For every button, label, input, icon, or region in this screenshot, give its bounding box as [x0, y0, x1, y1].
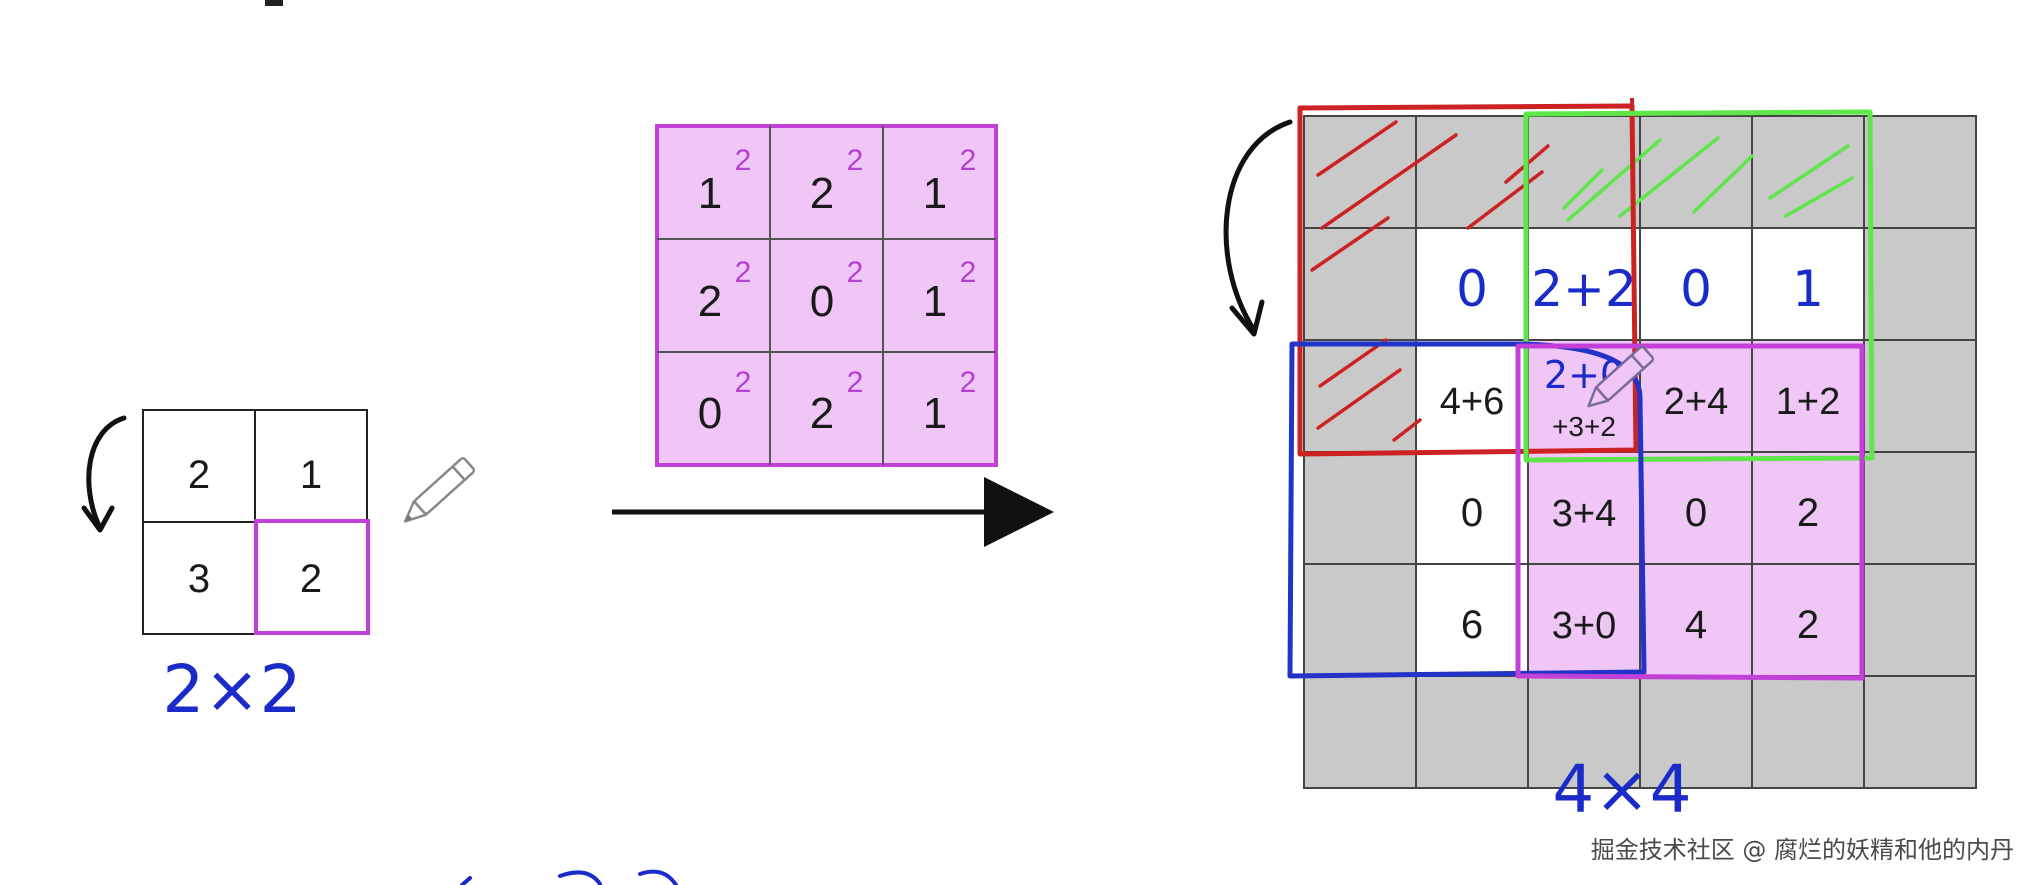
output-value: 0 [1685, 491, 1707, 535]
output-padding-cell [1863, 227, 1977, 341]
output-padding-cell [1863, 115, 1977, 229]
input-cell [254, 409, 368, 523]
clipped-handwriting [460, 869, 678, 885]
input-size-label: 2×2 [162, 651, 301, 728]
kernel-superscript: 2 [960, 366, 977, 399]
output-value: 1 [1792, 260, 1824, 318]
kernel-superscript: 2 [735, 256, 752, 289]
top-edge-mark [265, 0, 283, 6]
kernel-superscript: 2 [847, 256, 864, 289]
output-padding-cell [1303, 451, 1417, 565]
output-value: 2 [1797, 603, 1819, 647]
rotate-arrow-icon [86, 415, 127, 531]
output-value: 0 [1461, 491, 1483, 535]
kernel-matrix: 1 2 1 2 0 1 0 2 1 2 2 2 2 2 2 2 2 2 [655, 124, 998, 467]
kernel-value: 1 [923, 277, 947, 326]
output-padding-cell [1415, 115, 1529, 229]
rotate-arrow-head-icon [81, 505, 115, 533]
kernel-background [655, 124, 998, 467]
rotate-arrow-head-icon [1229, 299, 1265, 337]
hatch-red-icon [1310, 120, 1550, 442]
output-cell [1527, 563, 1641, 677]
output-padding-cell [1639, 675, 1753, 789]
input-value: 1 [300, 453, 322, 497]
output-value: 4 [1685, 603, 1707, 647]
output-padding-cell [1751, 115, 1865, 229]
output-padding-cell [1303, 227, 1417, 341]
kernel-value: 1 [698, 169, 722, 218]
input-value: 2 [188, 453, 210, 497]
output-size-label: 4×4 [1552, 751, 1691, 828]
output-cell [1415, 339, 1529, 453]
output-value: 2+4 [1664, 381, 1728, 423]
output-padding-cell [1527, 675, 1641, 789]
output-value: 6 [1461, 603, 1483, 647]
input-matrix: 2 1 3 2 [142, 409, 370, 635]
output-value: 1+2 [1776, 381, 1840, 423]
pencil-icon [403, 457, 476, 523]
output-cell [1751, 227, 1865, 341]
kernel-value: 1 [923, 169, 947, 218]
output-value: 2+2 [1531, 260, 1637, 318]
output-value: 3+4 [1552, 493, 1616, 535]
output-value: +3+2 [1552, 411, 1616, 442]
kernel-value: 2 [810, 389, 834, 438]
kernel-superscript: 2 [847, 144, 864, 177]
output-value: 0 [1680, 260, 1712, 318]
output-value: 0 [1456, 260, 1488, 318]
kernel-value: 2 [698, 277, 722, 326]
input-highlight [254, 519, 370, 635]
output-padding-cell [1751, 675, 1865, 789]
output-cell [1527, 339, 1641, 453]
output-padding-cell [1863, 675, 1977, 789]
pencil-cursor-icon [1587, 345, 1655, 408]
input-value: 3 [188, 557, 210, 601]
output-cell [1527, 451, 1641, 565]
output-padding-cell [1303, 675, 1417, 789]
kernel-superscript: 2 [735, 144, 752, 177]
rotate-arrow-icon [1223, 119, 1293, 333]
watermark: 掘金技术社区 @ 腐烂的妖精和他的内丹 [1590, 836, 2014, 864]
magenta-window-box [1515, 343, 1865, 681]
output-value: 3+0 [1552, 605, 1616, 647]
output-cell [1639, 227, 1753, 341]
output-padding-cell [1863, 339, 1977, 453]
output-padding-cell [1415, 675, 1529, 789]
output-cell [1527, 227, 1641, 341]
red-window-edge [1630, 97, 1638, 453]
kernel-value: 1 [923, 389, 947, 438]
kernel-superscript: 2 [960, 144, 977, 177]
output-value: 2 [1797, 491, 1819, 535]
hatch-green-icon [1562, 136, 1854, 222]
kernel-superscript: 2 [960, 256, 977, 289]
kernel-superscript: 2 [847, 366, 864, 399]
kernel-superscript: 2 [735, 366, 752, 399]
kernel-value: 0 [810, 277, 834, 326]
input-cell [142, 409, 256, 523]
input-value: 2 [300, 557, 322, 601]
input-cell [142, 521, 256, 635]
output-padding-cell [1303, 563, 1417, 677]
output-cell [1751, 451, 1865, 565]
output-cell [1415, 227, 1529, 341]
output-padding-cell [1863, 563, 1977, 677]
kernel-value: 0 [698, 389, 722, 438]
output-padding-cell [1863, 451, 1977, 565]
kernel-value: 2 [810, 169, 834, 218]
output-cell [1639, 451, 1753, 565]
output-value: 4+6 [1440, 381, 1504, 423]
